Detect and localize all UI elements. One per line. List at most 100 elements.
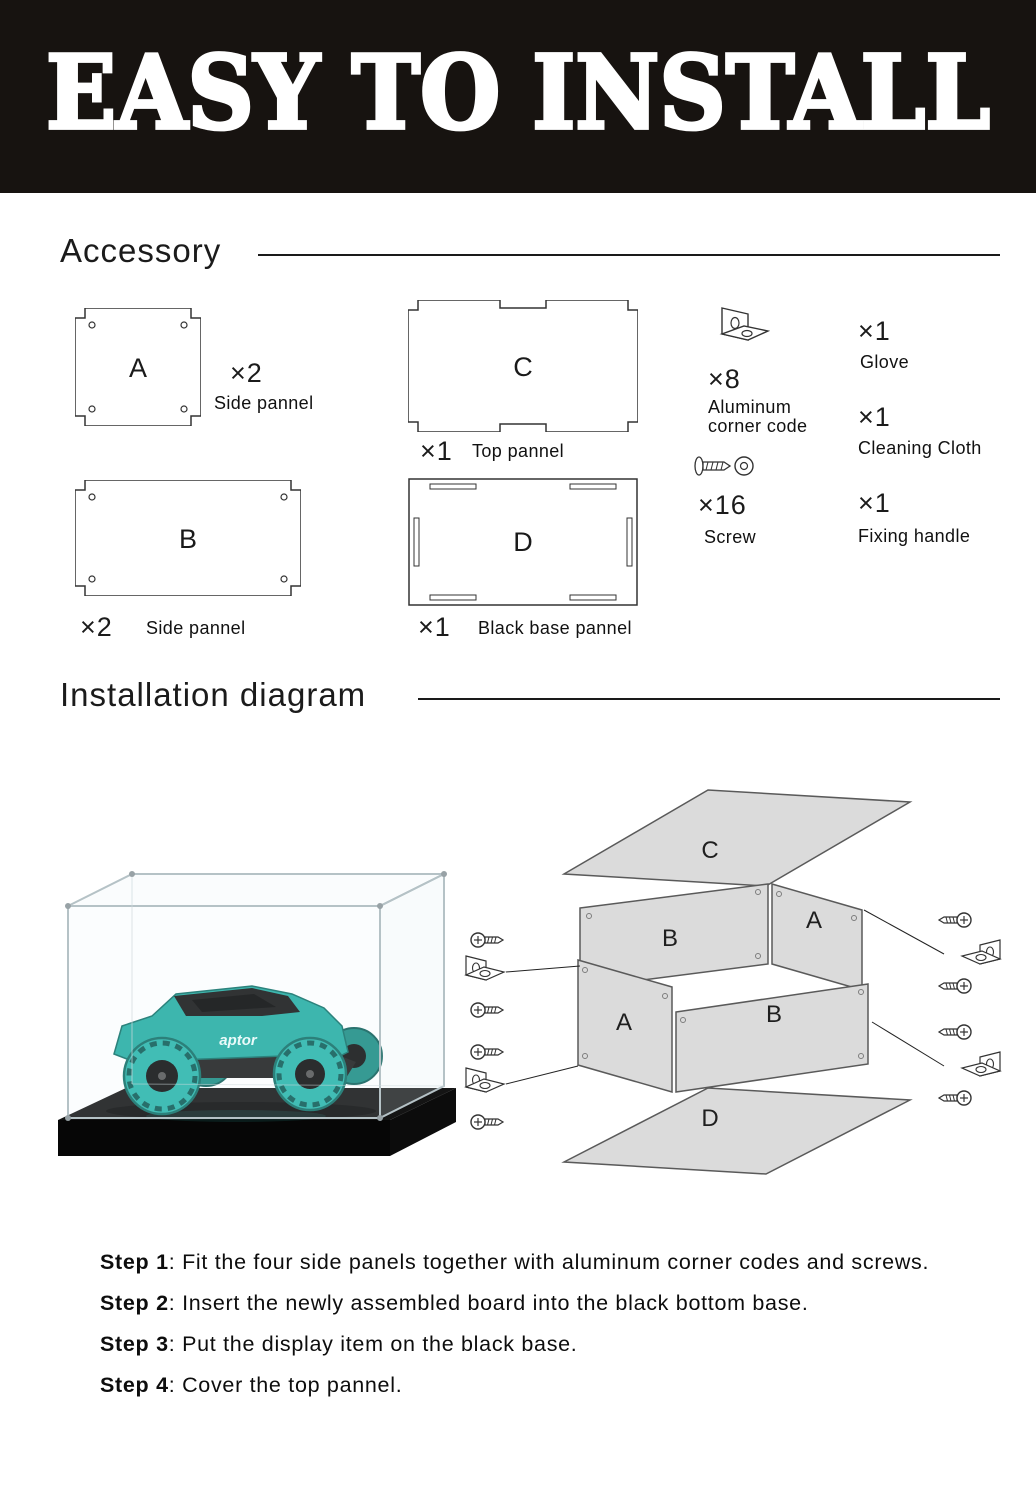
bracket-hole (730, 316, 740, 330)
panel-b-outline (75, 480, 301, 596)
step-3-label: Step 3 (100, 1332, 169, 1356)
step-3-text: : Put the display item on the black base… (168, 1332, 578, 1356)
truck-wheel-center (306, 1070, 314, 1078)
panel-a-hole (180, 405, 188, 413)
pointer-line (871, 1021, 945, 1067)
exploded-panel-a-right (771, 883, 863, 991)
installation-section-title: Installation diagram (60, 676, 367, 713)
accessory-section-rule (258, 254, 1000, 256)
panel-b-letter: B (179, 524, 197, 554)
exploded-panel-d (561, 1087, 913, 1175)
step-4: Step 4: Cover the top pannel. (100, 1373, 402, 1398)
screw-icon (470, 1044, 504, 1060)
handle-qty: ×1 (858, 488, 891, 518)
installation-section-rule (418, 698, 1000, 700)
base-front-face (58, 1120, 390, 1156)
case-corner-screw (441, 871, 447, 877)
panel-d-label: Black base pannel (478, 618, 632, 638)
step-3: Step 3: Put the display item on the blac… (100, 1332, 578, 1357)
case-back-bottom-edge (131, 1083, 445, 1087)
glove-qty: ×1 (858, 316, 891, 346)
exploded-panel-b-front-letter: B (766, 1001, 782, 1028)
header-banner: EASY TO INSTALL (0, 0, 1036, 193)
panel-b-hole (280, 493, 288, 501)
cloth-label: Cleaning Cloth (858, 438, 982, 458)
panel-d-slot (626, 517, 633, 567)
panel-a-hole (88, 321, 96, 329)
bracket-horizontal-plate (719, 325, 770, 341)
panel-a-qty: ×2 (230, 358, 263, 388)
panel-d-qty: ×1 (418, 612, 451, 642)
panel-d-outline (408, 478, 638, 606)
panel-a-hole (88, 405, 96, 413)
panel-c-letter: C (513, 352, 533, 382)
screw-icon (938, 978, 972, 994)
pointer-line (863, 909, 945, 955)
case-right-face (379, 872, 445, 1120)
case-corner-screw (129, 871, 135, 877)
corner-bracket-icon (961, 939, 1001, 965)
case-front-face (67, 905, 381, 1119)
panel-b-hole (88, 575, 96, 583)
base-right-face (390, 1088, 456, 1156)
screw-icon (470, 1002, 504, 1018)
exploded-panel-b-front (675, 983, 869, 1093)
corner-bracket-icon (465, 1067, 505, 1093)
product-photo: aptor (58, 871, 456, 1156)
step-4-text: : Cover the top pannel. (168, 1373, 403, 1397)
corner-bracket-icon (465, 955, 505, 981)
screw-washer-hole (739, 461, 749, 471)
cloth-qty: ×1 (858, 402, 891, 432)
panel-hole (851, 915, 857, 921)
panel-d-slot (429, 594, 477, 601)
corner-bracket-icon (961, 1051, 1001, 1077)
panel-b-label: Side pannel (146, 618, 246, 638)
exploded-panel-c (561, 789, 913, 887)
panel-d-slot (413, 517, 420, 567)
exploded-panel-a-right-letter: A (806, 907, 822, 934)
panel-hole (582, 967, 588, 973)
screw-icon (938, 1090, 972, 1106)
truck-decal: aptor (219, 1032, 258, 1049)
screw-head (694, 456, 704, 476)
exploded-panel-a-left-letter: A (616, 1009, 632, 1036)
panel-c-outline (408, 300, 638, 432)
step-1: Step 1: Fit the four side panels togethe… (100, 1250, 929, 1275)
panel-hole (858, 989, 864, 995)
screw-icon (694, 456, 754, 476)
exploded-panel-c-letter: C (701, 837, 718, 864)
accessory-section-title: Accessory (60, 232, 222, 269)
corner-bracket-label-1: Aluminum (708, 397, 792, 417)
panel-b-diagram: B (75, 480, 301, 596)
panel-a-label: Side pannel (214, 393, 314, 413)
panel-a-letter: A (129, 353, 147, 383)
case-corner-screw (65, 1115, 71, 1121)
exploded-panel-b-back-letter: B (662, 925, 678, 952)
truck-wheel-center (158, 1072, 166, 1080)
panel-c-label: Top pannel (472, 441, 565, 461)
corner-bracket-qty: ×8 (708, 364, 741, 394)
panel-a-hole (180, 321, 188, 329)
panel-hole (858, 1053, 864, 1059)
step-1-label: Step 1 (100, 1250, 169, 1274)
step-2-text: : Insert the newly assembled board into … (168, 1291, 809, 1315)
screw-icon (938, 1024, 972, 1040)
screw-label: Screw (704, 527, 757, 547)
case-corner-screw (377, 903, 383, 909)
corner-bracket-label-2: corner code (708, 416, 808, 436)
screw-icon (938, 912, 972, 928)
panel-c-qty: ×1 (420, 436, 453, 466)
step-1-text: : Fit the four side panels together with… (168, 1250, 930, 1274)
panel-d-diagram: D (408, 478, 638, 606)
panel-hole (662, 993, 668, 999)
panel-hole (680, 1017, 686, 1023)
truck-tire-tread (276, 1040, 344, 1108)
exploded-panel-a-left (577, 959, 673, 1093)
bracket-hole (741, 329, 753, 338)
panel-a-diagram: A (75, 308, 201, 426)
panel-hole (586, 913, 592, 919)
truck-window (192, 994, 276, 1012)
case-corner-screw (65, 903, 71, 909)
panel-d-slot (429, 483, 477, 490)
glove-label: Glove (860, 352, 910, 372)
